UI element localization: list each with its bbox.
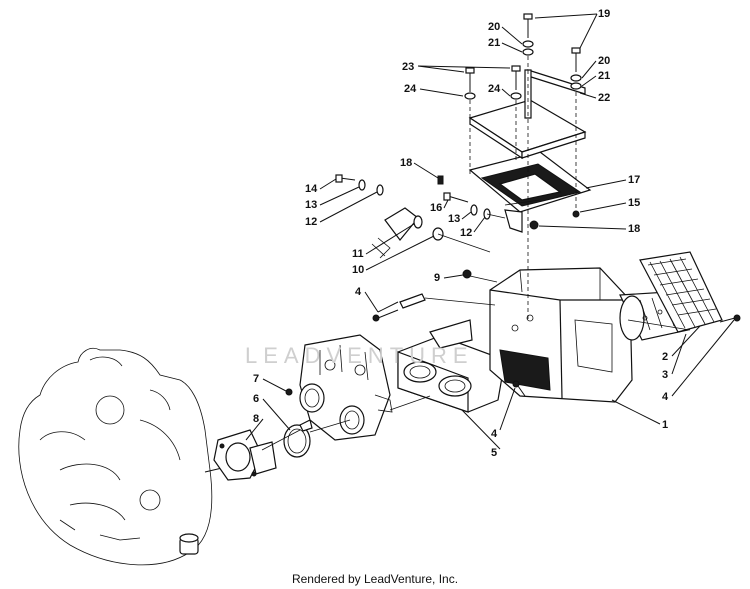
callout-3: 3 bbox=[662, 369, 668, 381]
callout-15: 15 bbox=[628, 197, 640, 209]
callout-11: 11 bbox=[352, 248, 364, 260]
callout-7: 7 bbox=[253, 373, 259, 385]
callout-24: 24 bbox=[404, 83, 417, 95]
callout-6: 6 bbox=[253, 393, 259, 405]
footer-credit: Rendered by LeadVenture, Inc. bbox=[291, 572, 459, 586]
callout-14: 14 bbox=[305, 183, 318, 195]
callout-10: 10 bbox=[352, 264, 364, 276]
callout-4-bottom: 4 bbox=[491, 428, 498, 440]
callout-16: 16 bbox=[430, 202, 442, 214]
callout-19: 19 bbox=[598, 8, 610, 20]
alignment-lines bbox=[261, 56, 691, 451]
callouts: 19 20 21 20 21 22 23 24 24 18 17 15 bbox=[245, 8, 735, 459]
callout-2: 2 bbox=[662, 351, 668, 363]
callout-20-right: 20 bbox=[598, 55, 610, 67]
callout-22: 22 bbox=[598, 92, 610, 104]
callout-24-mid: 24 bbox=[488, 83, 501, 95]
callout-23: 23 bbox=[402, 61, 414, 73]
callout-18: 18 bbox=[400, 157, 412, 169]
callout-21: 21 bbox=[488, 37, 500, 49]
adapter-flange bbox=[213, 429, 277, 481]
callout-17: 17 bbox=[628, 174, 640, 186]
callout-13-right: 13 bbox=[448, 213, 460, 225]
clamp bbox=[283, 419, 313, 458]
carburetors bbox=[299, 334, 393, 441]
callout-21-right: 21 bbox=[598, 70, 610, 82]
callout-18-right: 18 bbox=[628, 223, 640, 235]
inlet-duct bbox=[397, 319, 506, 413]
callout-20: 20 bbox=[488, 21, 500, 33]
callout-4: 4 bbox=[355, 286, 362, 298]
mounting-plate bbox=[468, 151, 592, 233]
callout-5: 5 bbox=[491, 447, 497, 459]
callout-1: 1 bbox=[662, 419, 668, 431]
intake-screen bbox=[639, 251, 723, 333]
callout-13: 13 bbox=[305, 199, 317, 211]
callout-9: 9 bbox=[434, 272, 440, 284]
cover-plate bbox=[468, 99, 587, 160]
callout-12-right: 12 bbox=[460, 227, 472, 239]
callout-12: 12 bbox=[305, 216, 317, 228]
airbox-housing bbox=[489, 267, 633, 403]
hardware bbox=[285, 13, 741, 397]
callout-4-right: 4 bbox=[662, 391, 669, 403]
watermark: LEADVENTURE bbox=[245, 343, 474, 368]
callout-8: 8 bbox=[253, 413, 259, 425]
engine-block bbox=[18, 347, 223, 566]
